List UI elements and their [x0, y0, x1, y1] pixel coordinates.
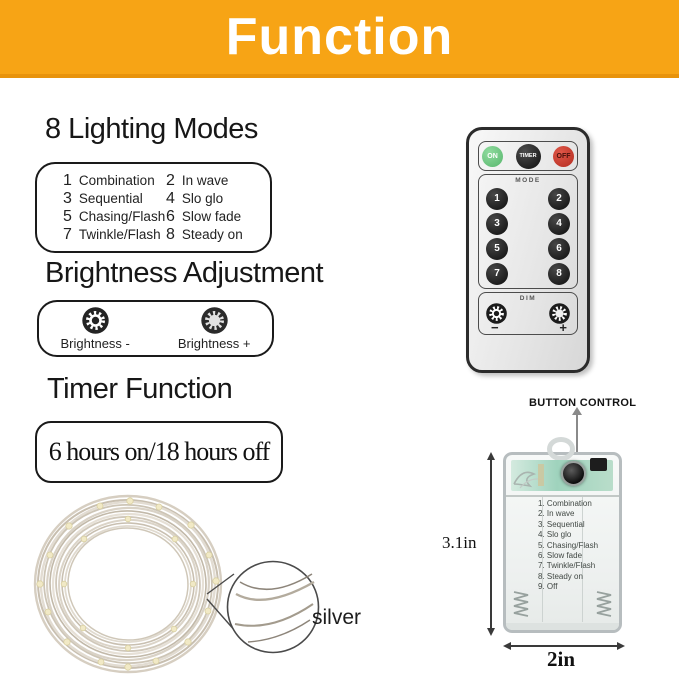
magnified-wire-detail [234, 573, 315, 643]
battery-box-bottom-rail [506, 623, 619, 630]
mode-label: Sequential [78, 191, 143, 206]
wire-finish-label: silver [312, 606, 362, 629]
remote-dim-label: DIM [519, 295, 537, 302]
remote-timer-button: TIMER [515, 143, 541, 169]
brightness-minus-label: Brightness - [60, 336, 130, 351]
mode-number: 1 [63, 172, 72, 189]
remote-dim-section: DIM − + [478, 292, 578, 335]
remote-mode-button-8: 8 [548, 262, 570, 285]
mode-number: 7 [63, 226, 72, 243]
brightness-heading: Brightness Adjustment [45, 257, 324, 289]
battery-spring-icon [513, 591, 529, 617]
mode-label: In wave [181, 173, 229, 188]
battery-box-wires [513, 464, 545, 489]
mode-item: 5 Chasing/Flash [63, 208, 166, 226]
printed-mode: 6. Slow fade [538, 551, 583, 561]
height-dimension-label: 3.1in [442, 533, 477, 552]
banner-title: Function [225, 8, 454, 66]
brightness-minus-icon [81, 307, 109, 334]
printed-mode: 7. Twinkle/Flash [538, 561, 596, 571]
remote-mode-button-2: 2 [548, 187, 570, 210]
dimension-arrow-up-icon [487, 452, 495, 460]
printed-mode: 4. Slo glo [538, 530, 572, 540]
mode-number: 5 [63, 208, 72, 225]
remote-mode-button-3: 3 [486, 212, 508, 235]
battery-slot-divider [542, 497, 543, 622]
printed-mode: 1. Combination [538, 499, 592, 508]
mode-label: Combination [78, 173, 155, 188]
brightness-plus-icon [200, 307, 228, 334]
remote-mode-button-7: 7 [486, 262, 508, 285]
mode-item: 6 Slow fade [166, 208, 264, 226]
remote-control: ON TIMER OFF MODE 1 2 3 4 5 6 7 8 DIM [466, 127, 590, 373]
dim-plus-sign: + [559, 320, 567, 335]
remote-off-button: OFF [553, 145, 574, 167]
mode-number: 2 [166, 172, 175, 189]
mode-number: 4 [166, 190, 175, 207]
timer-value: 6 hours on/18 hours off [48, 437, 271, 466]
lighting-modes-box: 1 Combination 2 In wave 3 Sequential 4 Slo g… [35, 162, 272, 253]
magnifier-circle [226, 560, 320, 654]
battery-slot-divider [582, 497, 583, 622]
remote-mode-button-5: 5 [486, 237, 508, 260]
remote-mode-label: MODE [515, 177, 541, 184]
dim-minus-sign: − [491, 320, 499, 335]
printed-mode: 5. Chasing/Flash [538, 540, 599, 550]
brightness-plus-label: Brightness + [177, 336, 251, 351]
mode-item: 8 Steady on [166, 226, 264, 244]
brightness-minus-item: Brightness - [61, 307, 130, 355]
brightness-box: Brightness - Brightness + [37, 300, 274, 357]
function-banner: Function [0, 0, 679, 78]
remote-mode-button-1: 1 [486, 187, 508, 210]
printed-mode: 9. Off [538, 582, 558, 592]
battery-printed-mode-list: 1. Combination 2. In wave 3. Sequential … [538, 499, 598, 593]
remote-power-section: ON TIMER OFF [478, 141, 578, 171]
dim-plus-sun-icon [549, 303, 570, 324]
mode-label: Slow fade [181, 209, 242, 224]
dimension-arrow-right-icon [617, 642, 625, 650]
dimension-arrow-left-icon [503, 642, 511, 650]
mode-item: 4 Slo glo [166, 190, 264, 208]
mode-item: 7 Twinkle/Flash [63, 226, 166, 244]
dim-minus-sun-icon [486, 303, 507, 324]
battery-box: 1. Combination 2. In wave 3. Sequential … [503, 437, 622, 633]
button-control-arrow-line [576, 414, 578, 464]
remote-mode-button-6: 6 [548, 237, 570, 260]
battery-spring-icon [596, 591, 612, 617]
mode-label: Twinkle/Flash [78, 227, 161, 242]
mode-label: Steady on [181, 227, 243, 242]
lighting-modes-heading: 8 Lighting Modes [45, 113, 258, 145]
mode-number: 3 [63, 190, 72, 207]
timer-heading: Timer Function [47, 373, 233, 405]
width-dimension-line [508, 645, 618, 647]
height-dimension-line [490, 458, 492, 628]
mode-label: Slo glo [181, 191, 224, 206]
battery-box-chip [590, 458, 607, 471]
remote-mode-buttons: 1 2 3 4 5 6 7 8 [479, 186, 577, 286]
dimension-arrow-down-icon [487, 628, 495, 636]
battery-box-divider [506, 495, 619, 497]
button-control-label: BUTTON CONTROL [529, 397, 637, 409]
button-control-arrow-icon [572, 407, 582, 415]
string-lights-coil [33, 494, 320, 674]
width-dimension-label: 2in [547, 647, 576, 671]
printed-mode: 3. Sequential [538, 519, 585, 529]
remote-on-button: ON [482, 145, 503, 167]
mode-number: 6 [166, 208, 175, 225]
remote-mode-button-4: 4 [548, 212, 570, 235]
printed-mode: 2. In wave [538, 509, 575, 519]
printed-mode: 8. Steady on [538, 571, 583, 581]
mode-item: 1 Combination [63, 172, 166, 190]
mode-label: Chasing/Flash [78, 209, 166, 224]
battery-box-button [561, 461, 586, 486]
mode-item: 2 In wave [166, 172, 264, 190]
mode-number: 8 [166, 226, 175, 243]
brightness-plus-item: Brightness + [178, 307, 251, 355]
remote-mode-section: MODE 1 2 3 4 5 6 7 8 [478, 174, 578, 289]
timer-box: 6 hours on/18 hours off [35, 421, 283, 483]
battery-box-hanger-loop [547, 437, 575, 461]
mode-item: 3 Sequential [63, 190, 166, 208]
